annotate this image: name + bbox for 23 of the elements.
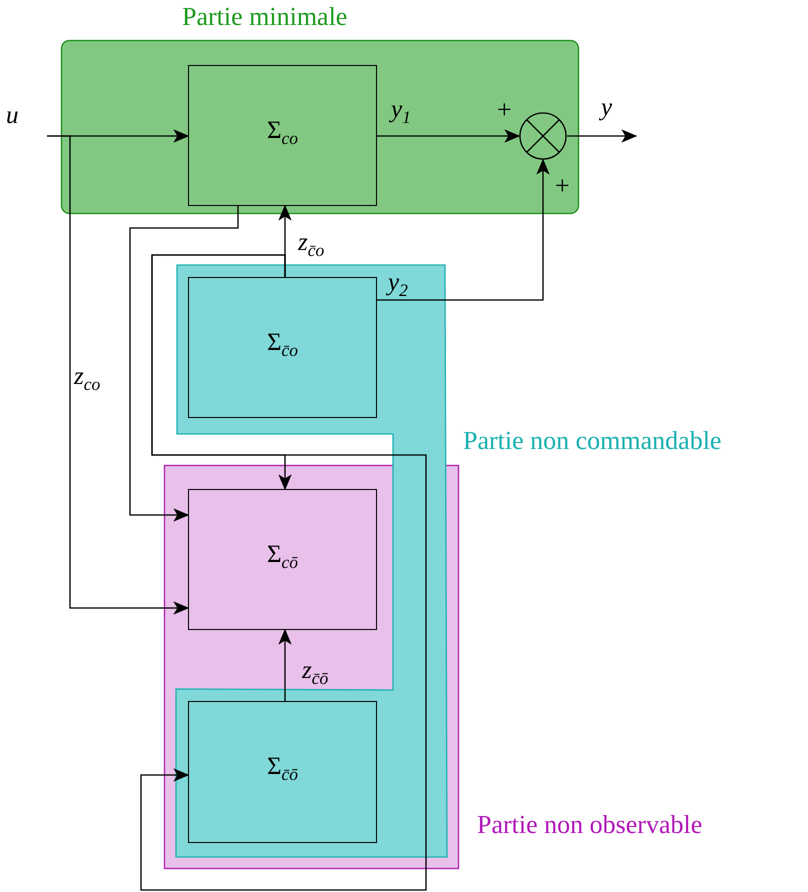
signal-label: z$_{co}$ bbox=[74, 364, 100, 394]
plus-sign: + bbox=[555, 173, 570, 199]
signal-label: y$_{1}$ bbox=[391, 97, 411, 127]
region-heading: Partie minimale bbox=[182, 4, 348, 30]
signal-label: z$_{c̄o}$ bbox=[298, 230, 324, 260]
region-heading: Partie non observable bbox=[477, 812, 702, 838]
signal-arrow bbox=[278, 628, 292, 701]
signal-arrow bbox=[567, 129, 638, 143]
subsystem-block: Σ$_{co}$ bbox=[188, 65, 377, 206]
signal-arrow bbox=[129, 206, 239, 522]
subsystem-block: Σ$_{c̄ō}$ bbox=[188, 701, 377, 843]
subsystem-block: Σ$_{cō}$ bbox=[188, 489, 377, 630]
subsystem-block: Σ$_{c̄o}$ bbox=[188, 277, 377, 418]
region-heading: Partie non commandable bbox=[463, 428, 722, 454]
signal-label: z$_{c̄ō}$ bbox=[302, 658, 328, 688]
signal-arrow bbox=[377, 158, 550, 301]
plus-sign: + bbox=[497, 97, 512, 123]
signal-arrow bbox=[47, 135, 190, 615]
signal-arrow bbox=[140, 254, 427, 891]
signal-label: y bbox=[601, 95, 612, 120]
signal-label: y$_{2}$ bbox=[388, 270, 408, 300]
signal-arrow bbox=[377, 129, 520, 143]
signal-label: u bbox=[6, 103, 18, 128]
